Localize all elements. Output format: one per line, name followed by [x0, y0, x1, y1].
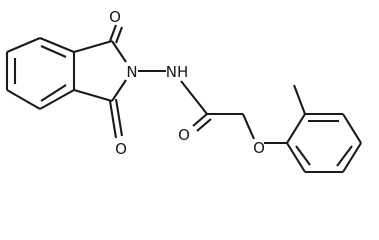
bond: [6, 37, 41, 53]
chemical-structure-diagram: O O N NH O O: [5, 8, 362, 174]
amide-carbonyl: [192, 113, 212, 132]
imide-carbonyl-bottom: [108, 98, 124, 139]
imide-carbonyl-top: [109, 24, 123, 44]
toluene-ring: [286, 112, 362, 174]
bond: [114, 98, 124, 137]
double-bond-inner: [40, 45, 67, 58]
bond: [73, 88, 113, 103]
bond: [39, 37, 75, 53]
bond: [192, 113, 208, 127]
double-bond-inner: [295, 145, 311, 166]
bond: [6, 89, 41, 110]
methyl-bond: [293, 84, 306, 115]
imide-ring: [73, 39, 127, 103]
bond: [111, 79, 127, 102]
atom-label-oxygen: O: [253, 139, 265, 157]
atom-label-oxygen: O: [109, 8, 121, 26]
atom-label-nh: NH: [166, 63, 189, 81]
bond: [286, 113, 306, 144]
atom-label-nitrogen: N: [126, 63, 137, 81]
atom-label-oxygen: O: [115, 140, 127, 158]
double-bond-inner: [336, 145, 353, 167]
bond: [115, 26, 123, 44]
bond: [286, 142, 306, 173]
bond: [108, 100, 118, 139]
ch2-oxygen-bond: [242, 113, 255, 140]
bond: [196, 118, 212, 132]
nh-carbonyl-bond: [180, 80, 208, 115]
bond: [73, 39, 113, 54]
bond: [342, 113, 362, 144]
bond: [111, 40, 127, 63]
atom-label-oxygen: O: [178, 126, 190, 144]
bond: [342, 142, 362, 173]
bond: [39, 89, 75, 110]
bond: [109, 24, 117, 42]
phthalimide-benzene-ring: [5, 37, 76, 110]
double-bond-inner: [40, 84, 67, 102]
